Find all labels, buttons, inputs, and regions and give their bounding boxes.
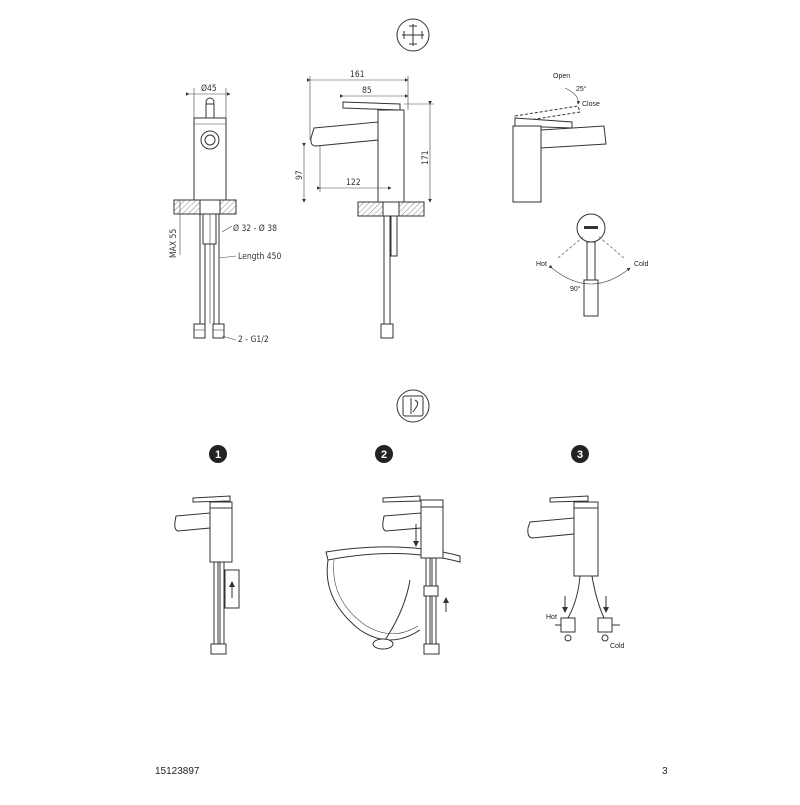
step1-drawing [174,495,240,655]
step3-label-cold: Cold [610,643,625,650]
label-cold: Cold [634,261,649,268]
step2-drawing [325,495,461,655]
label-open: Open [553,73,570,80]
operation-drawing: Open 25° Close Hot Cold 90° [512,73,649,317]
step3-drawing: Hot Cold [527,495,625,650]
dim-diameter-45: Ø45 [201,83,217,94]
front-view-drawing: Ø45 MAX 55 Ø 32 - Ø 38 Length 450 2 - G1… [169,83,282,345]
step-number-2: 2 [381,449,387,461]
label-angle-25: 25° [576,85,587,93]
dim-hose-length: Length 450 [238,252,282,262]
label-close: Close [582,101,600,108]
dim-connector: 2 - G1/2 [238,335,269,345]
dimensions-icon [396,18,430,52]
step-number-3: 3 [577,449,583,461]
step3-label-hot: Hot [546,614,557,621]
document-number: 15123897 [155,766,200,777]
dim-width-161: 161 [350,70,365,80]
step-badge-3: 3 [571,445,589,463]
step-badge-2: 2 [375,445,393,463]
step-number-1: 1 [215,449,221,461]
page-number: 3 [662,766,668,777]
dim-max-55: MAX 55 [169,229,179,258]
installation-wrench-icon [396,389,430,423]
dim-hole-diameter: Ø 32 - Ø 38 [233,223,277,234]
step-badge-1: 1 [209,445,227,463]
dim-reach-122: 122 [346,178,361,188]
dim-width-85: 85 [362,86,372,96]
side-view-drawing: 161 85 171 97 122 [295,70,434,339]
dim-height-97: 97 [295,170,305,180]
label-angle-90: 90° [570,285,581,293]
dim-height-171: 171 [421,150,431,165]
label-hot: Hot [536,261,547,268]
